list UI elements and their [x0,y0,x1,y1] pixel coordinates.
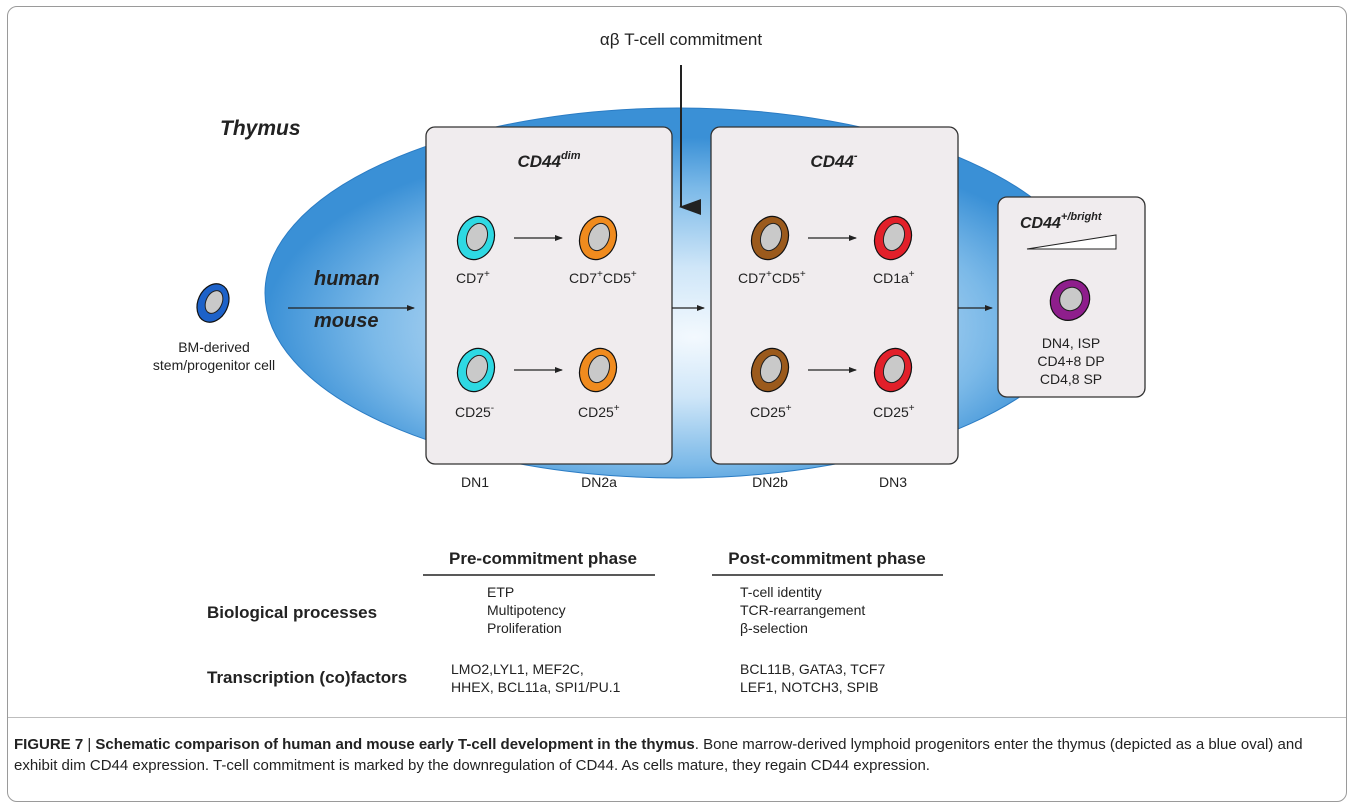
cell-human-dn2a [578,215,618,261]
caption-text: . Bone marrow-derived lymphoid progenito… [14,736,1303,774]
cell-later-stage [1049,279,1091,321]
stage-label-dn2a: DN2a [581,474,617,490]
pre-process-2: Multipotency [487,602,566,618]
cell-label-mouse-dn2b: CD25+ [750,403,792,420]
post-factors-2: LEF1, NOTCH3, SPIB [740,679,878,695]
cell-label-human-dn2b: CD7+CD5+ [738,269,806,286]
row-label-processes: Biological processes [207,603,377,622]
cell-label-human-dn1: CD7+ [456,269,490,286]
progenitor-label-line1: BM-derived [178,339,250,355]
pre-process-3: Proliferation [487,620,562,636]
figure-caption: FIGURE 7 | Schematic comparison of human… [14,734,1344,776]
later-stage-line3: CD4,8 SP [1040,371,1102,387]
pre-process-1: ETP [487,584,514,600]
cell-label-human-dn3: CD1a+ [873,269,915,286]
figure-diagram: Thymus αβ T-cell commitment BM-derived s… [153,30,1146,695]
figure-label: FIGURE 7 [14,736,84,753]
pre-factors-1: LMO2,LYL1, MEF2C, [451,661,584,677]
thymus-oval [264,107,1092,479]
post-process-3: β-selection [740,620,808,636]
cell-label-mouse-dn1: CD25- [455,403,494,420]
commitment-label: αβ T-cell commitment [600,30,763,49]
cell-label-human-dn2a: CD7+CD5+ [569,269,637,286]
cell-mouse-dn1 [456,347,496,393]
cell-label-mouse-dn2a: CD25+ [578,403,620,420]
later-stage-line2: CD4+8 DP [1037,353,1104,369]
species-label-mouse: mouse [314,310,378,332]
cell-mouse-dn2a [578,347,618,393]
stage-label-dn3: DN3 [879,474,907,490]
phase-title-post: Post-commitment phase [728,549,925,568]
box-cd44-neg [710,126,959,465]
later-stage-line1: DN4, ISP [1042,335,1100,351]
expression-wedge [1026,234,1117,250]
species-label-human: human [314,268,380,290]
progenitor-label-line2: stem/progenitor cell [153,357,275,373]
figure-title: Schematic comparison of human and mouse … [95,736,695,753]
thymus-label: Thymus [220,117,301,140]
post-factors-1: BCL11B, GATA3, TCF7 [740,661,885,677]
cell-label-mouse-dn3: CD25+ [873,403,915,420]
post-process-2: TCR-rearrangement [740,602,865,618]
figure-frame: Thymus αβ T-cell commitment BM-derived s… [7,6,1347,802]
caption-divider [8,717,1346,718]
box-cd44-dim-title: CD44dim [517,150,580,171]
progenitor-cell [196,283,230,323]
cell-human-dn2b [750,215,790,261]
cell-mouse-dn3 [873,347,913,393]
cell-mouse-dn2b [750,347,790,393]
box-cd44-bright-title: CD44+/bright [1020,211,1103,232]
post-process-1: T-cell identity [740,584,822,600]
row-label-factors: Transcription (co)factors [207,668,407,687]
cell-human-dn1 [456,215,496,261]
caption-separator: | [83,736,96,753]
cell-human-dn3 [873,215,913,261]
box-cd44-neg-title: CD44- [810,150,857,171]
phase-title-pre: Pre-commitment phase [449,549,637,568]
stage-label-dn2b: DN2b [752,474,788,490]
stage-label-dn1: DN1 [461,474,489,490]
pre-factors-2: HHEX, BCL11a, SPI1/PU.1 [451,679,621,695]
